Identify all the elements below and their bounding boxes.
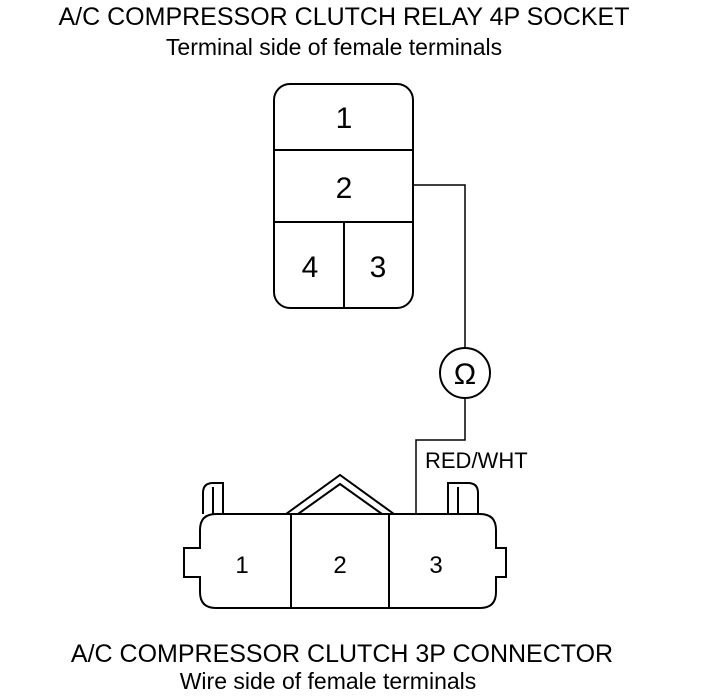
relay-socket: 1 2 4 3 bbox=[273, 83, 414, 309]
clutch-connector: 1 2 3 bbox=[183, 473, 507, 609]
connector-terminal-1: 1 bbox=[235, 552, 248, 579]
connector-body bbox=[183, 513, 507, 609]
relay-terminal-1: 1 bbox=[336, 102, 353, 135]
connector-ridge-inner bbox=[297, 482, 383, 515]
connector-left-tab bbox=[202, 482, 224, 514]
relay-socket-subtitle: Terminal side of female terminals bbox=[166, 34, 502, 60]
ohm-icon: Ω bbox=[454, 358, 476, 391]
connector-title: A/C COMPRESSOR CLUTCH 3P CONNECTOR bbox=[71, 640, 613, 668]
connector-terminal-3: 3 bbox=[429, 552, 442, 579]
wire-relay-to-meter bbox=[413, 184, 466, 348]
connector-subtitle: Wire side of female terminals bbox=[180, 668, 477, 694]
relay-socket-title: A/C COMPRESSOR CLUTCH RELAY 4P SOCKET bbox=[59, 3, 630, 31]
wire-meter-to-connector bbox=[415, 398, 466, 513]
connector-ridge-outer bbox=[285, 473, 395, 515]
relay-terminal-4: 4 bbox=[302, 251, 319, 284]
connector-right-tab bbox=[447, 482, 479, 514]
wire-color-label: RED/WHT bbox=[425, 448, 528, 473]
ohmmeter: Ω bbox=[439, 347, 491, 399]
relay-terminal-2: 2 bbox=[336, 172, 353, 205]
relay-terminal-3: 3 bbox=[370, 251, 387, 284]
connector-terminal-2: 2 bbox=[333, 552, 346, 579]
